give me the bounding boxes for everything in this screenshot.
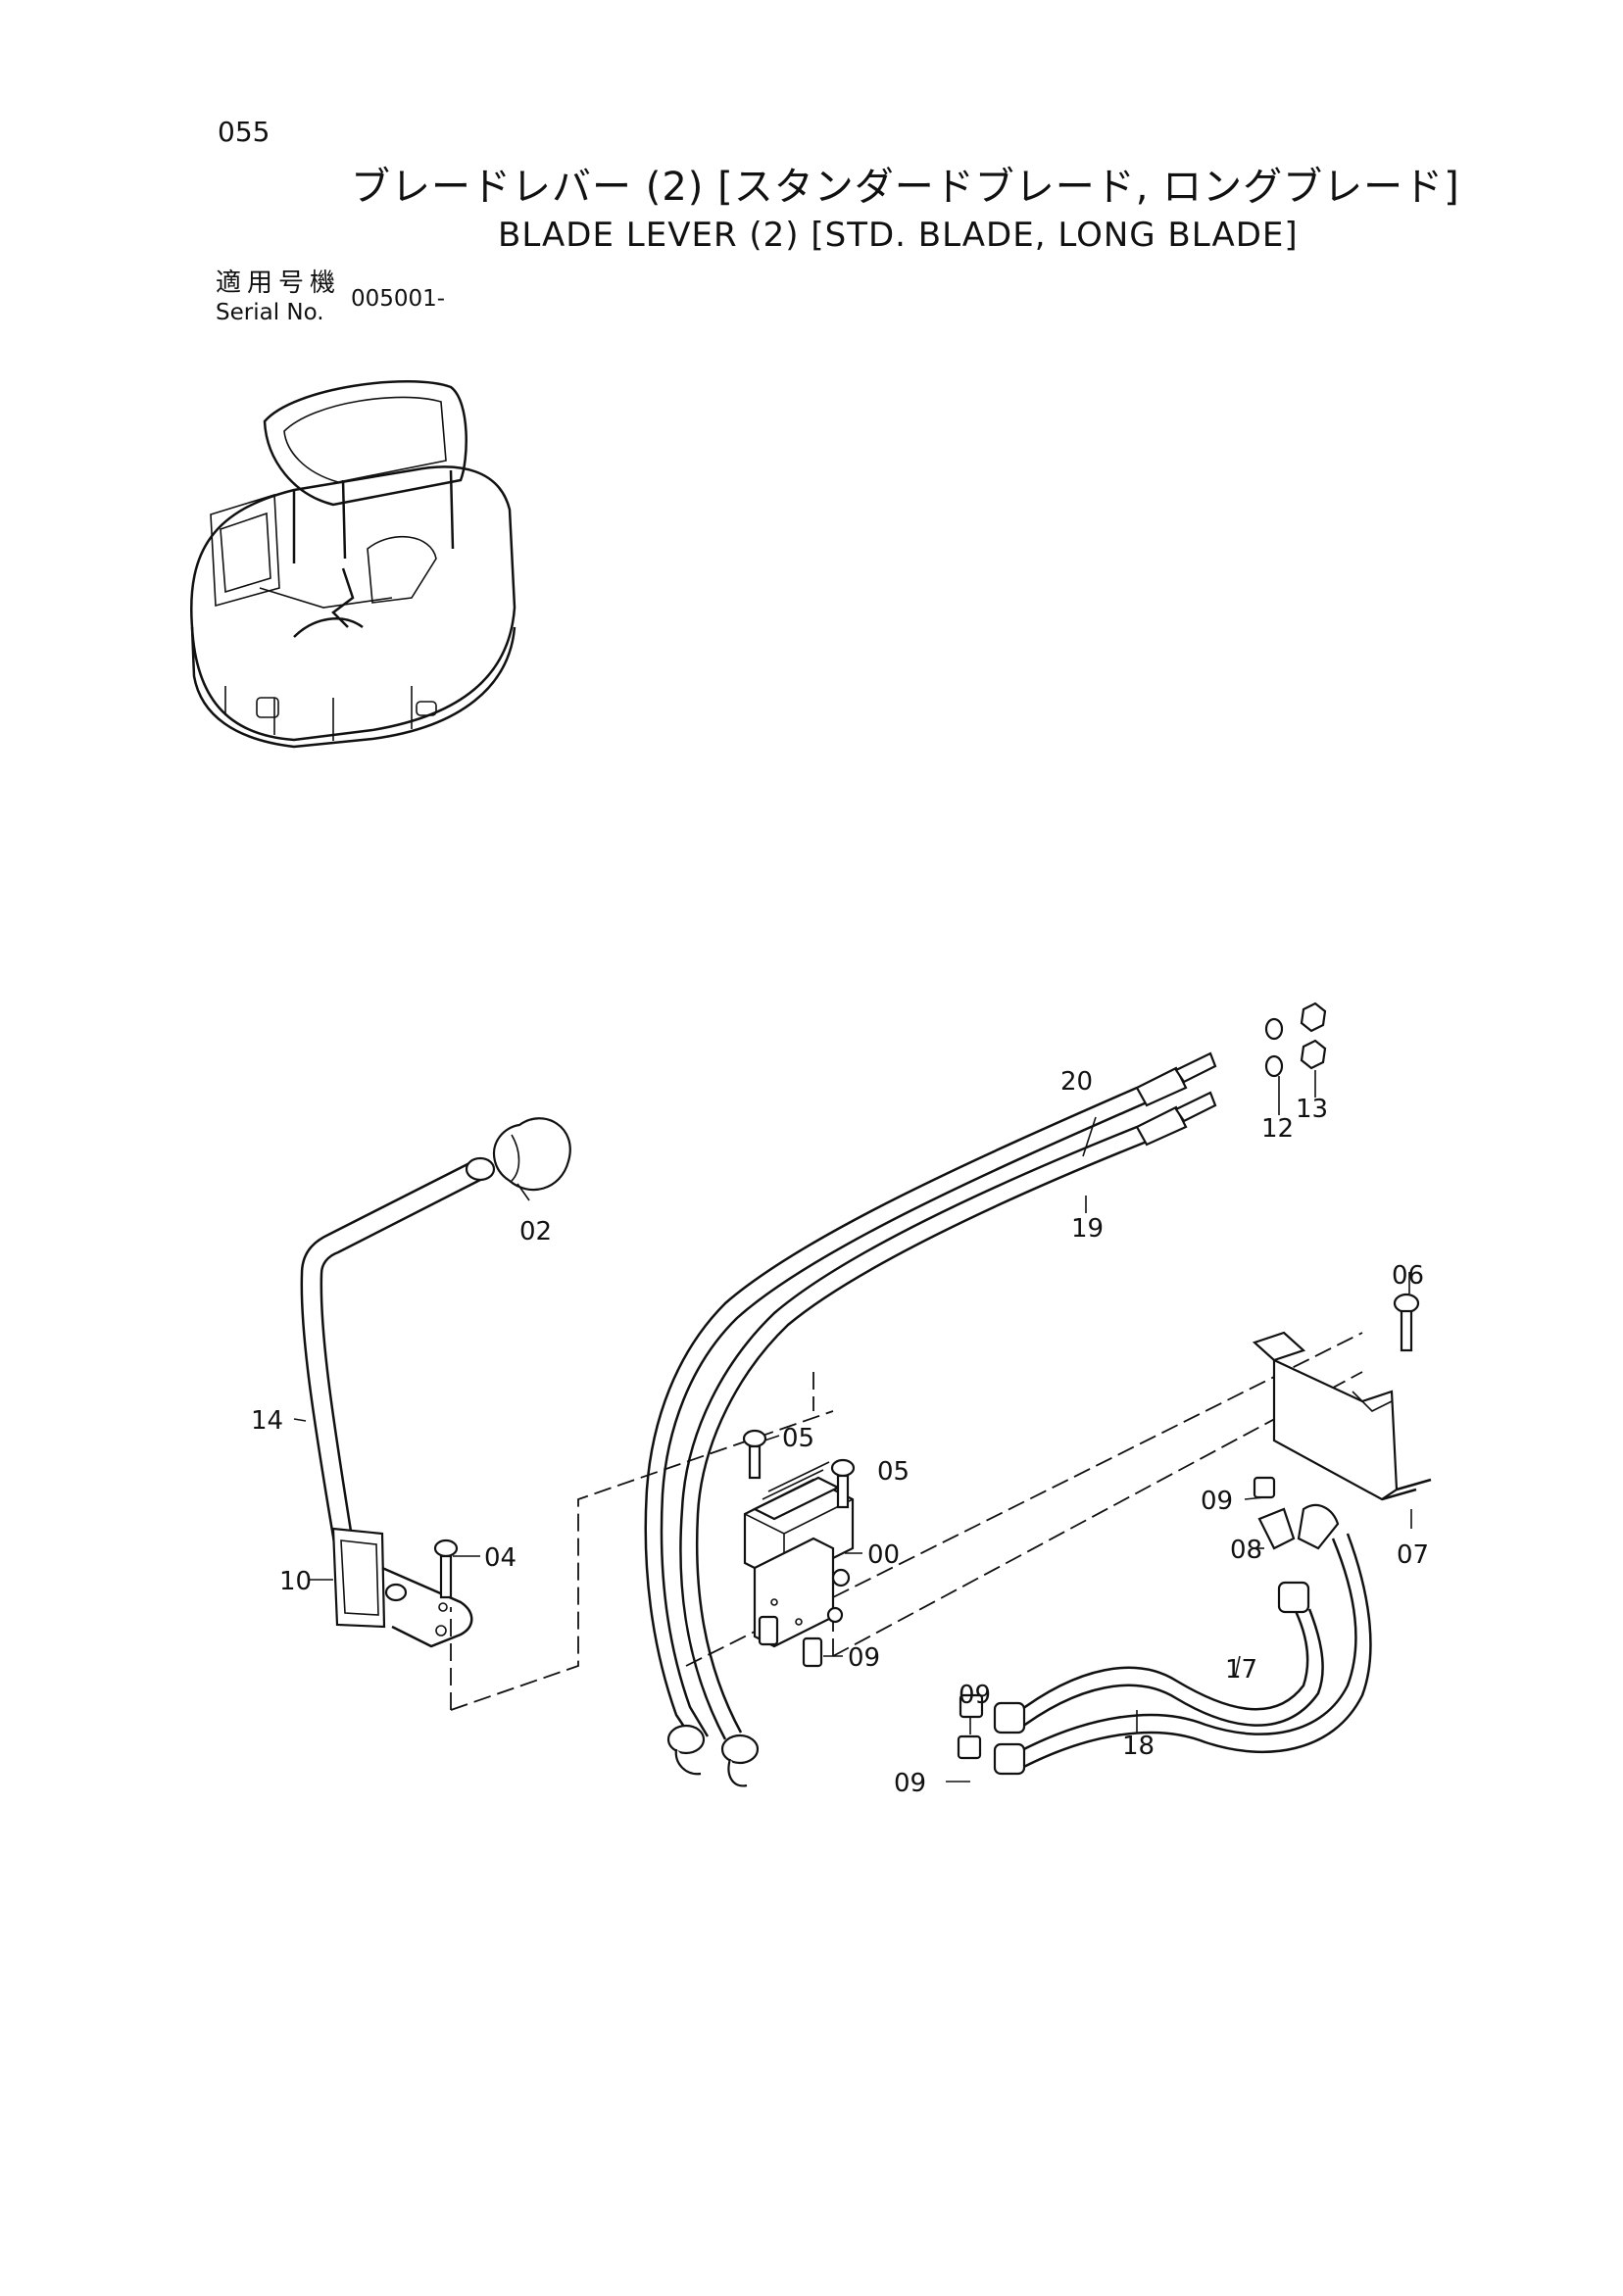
callout-18: 18 [1122, 1732, 1155, 1761]
callout-09d: 09 [894, 1769, 926, 1798]
serial-label-japanese: 適用号機 [216, 269, 342, 298]
callout-00: 00 [867, 1540, 900, 1570]
callout-04: 04 [484, 1543, 516, 1573]
support-bracket-icon [1252, 1293, 1432, 1501]
bolt-05-icon [742, 1429, 856, 1509]
washer-nut-icon [1264, 1001, 1327, 1078]
callout-07: 07 [1397, 1540, 1429, 1570]
bolt-04-icon [433, 1539, 459, 1599]
page-number: 055 [218, 116, 270, 148]
callout-08: 08 [1230, 1536, 1262, 1565]
callout-05a: 05 [782, 1424, 814, 1453]
callout-20: 20 [1060, 1067, 1093, 1097]
callout-10: 10 [279, 1567, 312, 1596]
callout-05b: 05 [877, 1457, 910, 1487]
callout-06: 06 [1392, 1261, 1424, 1291]
serial-label-english: Serial No. [216, 300, 324, 325]
callout-13: 13 [1296, 1095, 1328, 1124]
machine-overview-icon [190, 379, 516, 749]
fitting-09-icon [758, 1476, 1276, 1760]
callout-19: 19 [1071, 1214, 1104, 1244]
hydraulic-hose-icon [993, 1503, 1372, 1776]
callout-17: 17 [1225, 1655, 1257, 1685]
callout-14: 14 [251, 1406, 283, 1436]
title-japanese: ブレードレバー (2) [スタンダードブレード, ロングブレード] [351, 165, 1460, 210]
callout-09c: 09 [959, 1681, 991, 1710]
callout-09b: 09 [848, 1643, 880, 1673]
serial-number-value: 005001- [351, 286, 446, 312]
callout-12: 12 [1261, 1114, 1294, 1144]
callout-09a: 09 [1201, 1487, 1233, 1516]
callout-02: 02 [519, 1217, 552, 1246]
lever-bracket-icon [331, 1527, 473, 1648]
leader-lines [293, 1070, 1412, 1783]
control-cable-icon [644, 1051, 1217, 1787]
blade-lever-rod-icon [300, 1156, 496, 1549]
title-english: BLADE LEVER (2) [STD. BLADE, LONG BLADE] [498, 216, 1299, 255]
lever-knob-icon [492, 1117, 571, 1192]
